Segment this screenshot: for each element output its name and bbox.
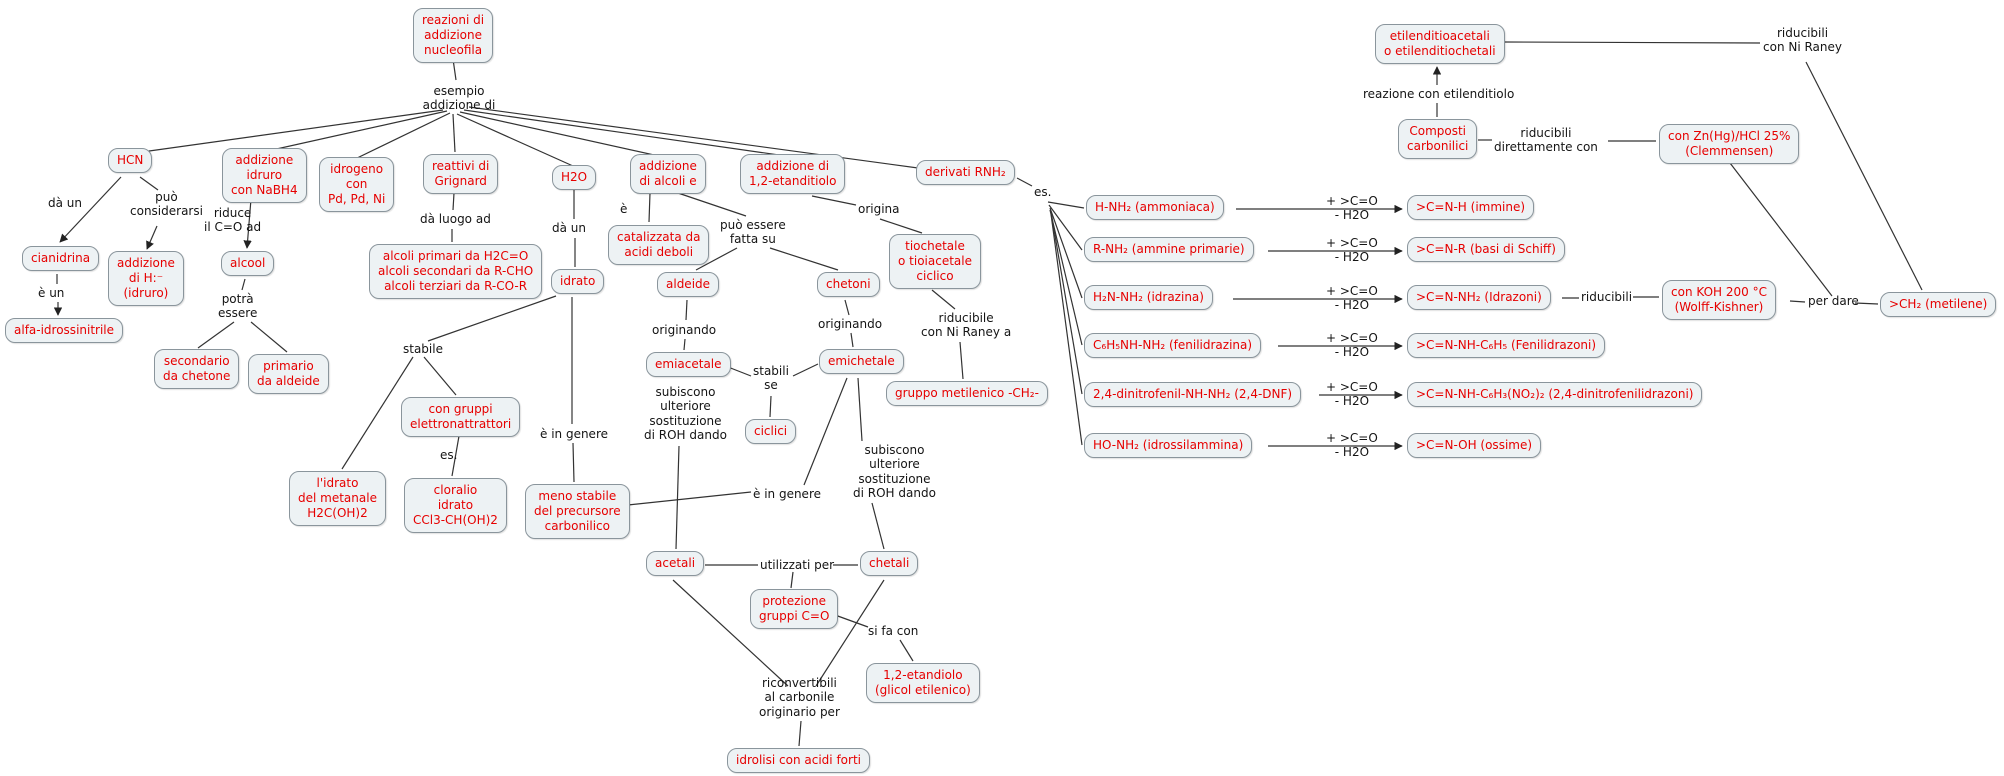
label-si-fa-con: si fa con	[868, 624, 919, 638]
node-aldeide: aldeide	[657, 272, 720, 297]
node-idrato: idrato	[551, 269, 605, 294]
node-hcn: HCN	[108, 148, 153, 173]
node-secondario: secondario da chetone	[154, 349, 240, 389]
node-cianidrina: cianidrina	[22, 246, 100, 271]
node-idrolisi: idrolisi con acidi forti	[727, 748, 870, 773]
label-riconvertibili: riconvertibili al carbonile originario p…	[759, 676, 840, 719]
node-alcool: alcool	[221, 251, 275, 276]
label-da-un-hcn: dà un	[48, 196, 82, 210]
label-es-derivati: es.	[1034, 185, 1052, 199]
label-stabili-se: stabili se	[753, 364, 789, 393]
label-puo-essere-fatta: può essere fatta su	[720, 218, 786, 247]
node-idrogeno: idrogeno con Pd, Pd, Ni	[319, 157, 395, 212]
node-addizione-idruro: addizione idruro con NaBH4	[222, 148, 307, 203]
node-alfa-idrossinitrile: alfa-idrossinitrile	[5, 318, 124, 343]
node-addizione-etanditiolo: addizione di 1,2-etanditiolo	[740, 154, 846, 194]
label-e: è	[620, 202, 628, 216]
label-plus-co-4: + >C=O - H2O	[1326, 331, 1378, 360]
node-derivati-rnh2: derivati RNH₂	[916, 160, 1015, 185]
node-dinitrofenilidrazoni: >C=N-NH-C₆H₃(NO₂)₂ (2,4-dinitrofenilidra…	[1407, 382, 1703, 407]
node-idrazina: H₂N-NH₂ (idrazina)	[1084, 285, 1213, 310]
node-basi-di-schiff: >C=N-R (basi di Schiff)	[1407, 237, 1565, 262]
label-da-luogo-ad: dà luogo ad	[420, 212, 491, 226]
node-ammine-primarie: R-NH₂ (ammine primarie)	[1084, 237, 1254, 262]
node-idrossilammina: HO-NH₂ (idrossilammina)	[1084, 433, 1253, 458]
node-emiacetale: emiacetale	[646, 352, 731, 377]
node-emichetale: emichetale	[819, 349, 904, 374]
label-potra-essere: potrà essere	[218, 292, 258, 321]
node-clemmensen: con Zn(Hg)/HCl 25% (Clemmensen)	[1659, 124, 1800, 164]
label-origina: origina	[858, 202, 900, 216]
node-addizione-idruro-h: addizione di H:⁻ (idruro)	[108, 251, 184, 306]
label-e-in-genere-1: è in genere	[540, 427, 608, 441]
node-fenilidrazina: C₆H₅NH-NH₂ (fenilidrazina)	[1084, 333, 1262, 358]
label-plus-co-3: + >C=O - H2O	[1326, 284, 1378, 313]
node-idrazoni: >C=N-NH₂ (Idrazoni)	[1407, 285, 1551, 310]
node-ammoniaca: H-NH₂ (ammoniaca)	[1086, 195, 1224, 220]
label-per-dare: per dare	[1808, 294, 1859, 308]
node-metilene: >CH₂ (metilene)	[1880, 292, 1997, 317]
node-acetali: acetali	[646, 551, 705, 576]
label-originando-2: originando	[818, 317, 883, 331]
node-protezione: protezione gruppi C=O	[750, 589, 839, 629]
label-puo-considerarsi: può considerarsi	[130, 190, 203, 219]
label-plus-co-2: + >C=O - H2O	[1326, 236, 1378, 265]
node-title: reazioni di addizione nucleofila	[413, 8, 494, 63]
label-da-un-h2o: dà un	[552, 221, 586, 235]
label-plus-co-5: + >C=O - H2O	[1326, 380, 1378, 409]
label-e-in-genere-2: è in genere	[753, 487, 821, 501]
label-riducibili-direttamente: riducibili direttamente con	[1494, 126, 1598, 155]
node-meno-stabile: meno stabile del precursore carbonilico	[525, 484, 630, 539]
node-chetali: chetali	[860, 551, 919, 576]
label-plus-co-1: + >C=O - H2O	[1326, 194, 1378, 223]
label-riducibile-ni-raney-a: riducibile con Ni Raney a	[921, 311, 1012, 340]
node-primario: primario da aldeide	[248, 354, 329, 394]
node-gruppo-metilenico: gruppo metilenico -CH₂-	[886, 381, 1048, 406]
node-ciclici: ciclici	[745, 419, 797, 444]
node-catalizzata: catalizzata da acidi deboli	[608, 225, 710, 265]
label-utilizzati-per: utilizzati per	[760, 558, 835, 572]
label-reazione-etilenditiolo: reazione con etilenditiolo	[1363, 87, 1515, 101]
node-alcoli-grignard: alcoli primari da H2C=O alcoli secondari…	[369, 244, 543, 299]
label-riduce: riduce il C=O ad	[204, 206, 262, 235]
label-esempio-addizione: esempio addizione di	[422, 84, 496, 113]
label-riducibili-ni-raney: riducibili con Ni Raney	[1763, 26, 1843, 55]
node-etandiolo: 1,2-etandiolo (glicol etilenico)	[866, 663, 980, 703]
node-cloralio-idrato: cloralio idrato CCl3-CH(OH)2	[404, 478, 507, 533]
node-idrato-metanale: l'idrato del metanale H2C(OH)2	[289, 471, 386, 526]
label-plus-co-6: + >C=O - H2O	[1326, 431, 1378, 460]
node-grignard: reattivi di Grignard	[423, 154, 499, 194]
node-dnf: 2,4-dinitrofenil-NH-NH₂ (2,4-DNF)	[1084, 382, 1302, 407]
label-originando-1: originando	[652, 323, 717, 337]
node-fenilidrazoni: >C=N-NH-C₆H₅ (Fenilidrazoni)	[1407, 333, 1606, 358]
label-subiscono-2: subiscono ulteriore sostituzione di ROH …	[853, 443, 936, 501]
node-ossime: >C=N-OH (ossime)	[1407, 433, 1542, 458]
node-composti-carbonilici: Composti carbonilici	[1398, 119, 1478, 159]
label-e-un: è un	[38, 286, 65, 300]
node-gruppi-elettronattrattori: con gruppi elettronattrattori	[401, 397, 521, 437]
node-chetoni: chetoni	[817, 272, 880, 297]
node-immine: >C=N-H (immine)	[1407, 195, 1535, 220]
label-subiscono-1: subiscono ulteriore sostituzione di ROH …	[644, 385, 727, 443]
node-etilenditioacetali: etilenditioacetali o etilenditiochetali	[1375, 24, 1505, 64]
edge-lines	[53, 41, 1923, 747]
node-h2o: H2O	[552, 165, 597, 190]
node-addizione-alcoli: addizione di alcoli e	[630, 154, 706, 194]
label-stabile: stabile	[403, 342, 443, 356]
label-es-cloralio: es.	[440, 448, 458, 462]
label-riducibili-wolff: riducibili	[1581, 290, 1633, 304]
node-tiochetale: tiochetale o tioiacetale ciclico	[889, 234, 981, 289]
node-wolff-kishner: con KOH 200 °C (Wolff-Kishner)	[1662, 280, 1776, 320]
